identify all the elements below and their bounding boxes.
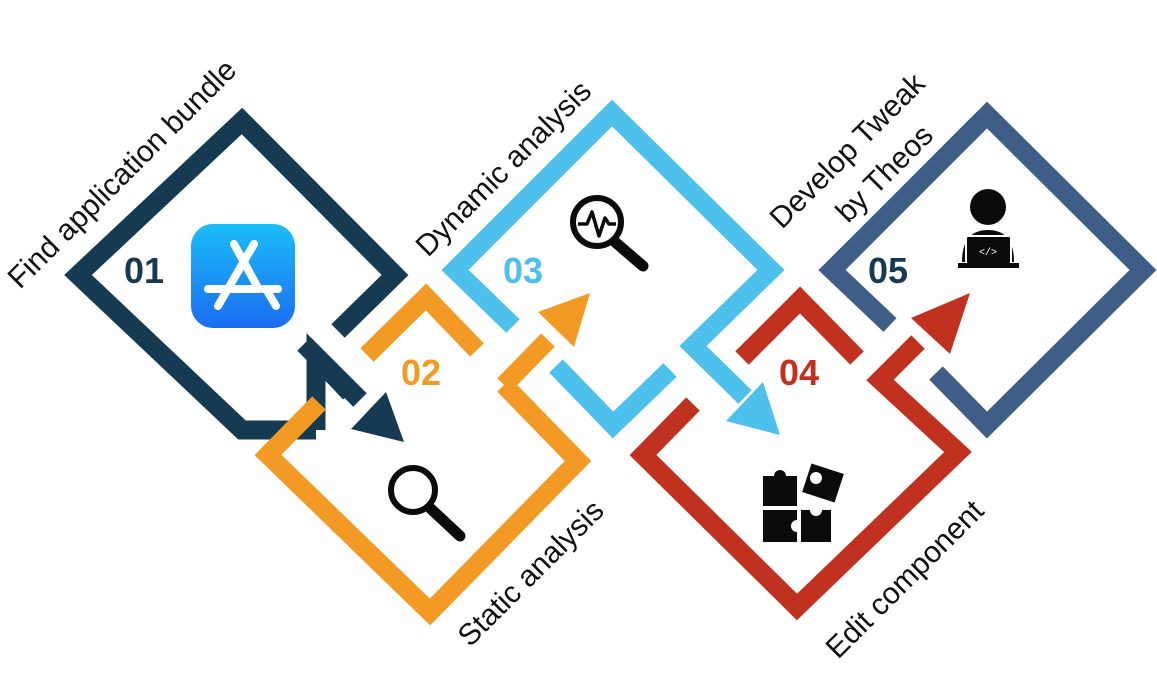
- app-store-icon: [191, 224, 295, 328]
- step-04-arrowhead: [911, 293, 970, 354]
- svg-text:</>: </>: [979, 247, 997, 259]
- step-03-arrowhead: [726, 382, 780, 435]
- puzzle-icon: [763, 463, 844, 542]
- step-02-shape: [254, 283, 592, 626]
- step-01-number: 01: [124, 250, 164, 291]
- step-03-label: Dynamic analysis: [410, 75, 598, 263]
- developer-laptop-icon: </>: [958, 189, 1019, 268]
- step-02-number: 02: [401, 352, 441, 393]
- magnifier-icon: [388, 465, 466, 542]
- activity-magnifier-icon: [570, 195, 649, 272]
- step-04-number: 04: [779, 352, 819, 393]
- step-01-arrowhead: [351, 392, 404, 442]
- step-05-number: 05: [868, 250, 908, 291]
- step-04-label: Edit component: [820, 494, 991, 665]
- step-05-shape: [818, 101, 1157, 439]
- step-02-arrowhead: [538, 293, 590, 347]
- step-04-shape: [629, 286, 972, 621]
- step-03-shape: [441, 99, 785, 439]
- step-03-number: 03: [503, 250, 543, 291]
